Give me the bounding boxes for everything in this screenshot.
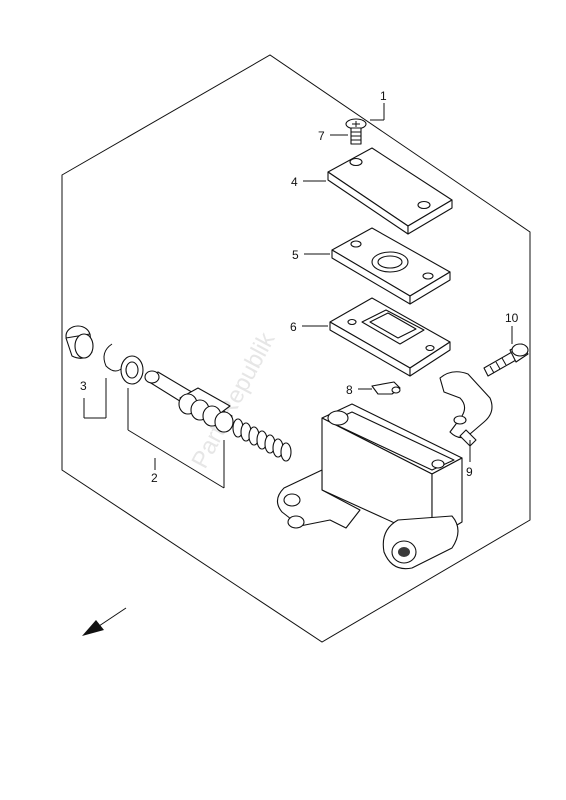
assembly-outline (61, 54, 531, 643)
reservoir-cap-4 (327, 147, 453, 235)
callout-6: 6 (290, 320, 297, 334)
circlip-3 (103, 343, 125, 372)
callout-4: 4 (291, 175, 298, 189)
boot-3 (65, 325, 94, 359)
callout-2: 2 (151, 471, 158, 485)
callout-1: 1 (380, 89, 387, 103)
spring-2 (232, 418, 292, 462)
piston-assembly-2 (144, 370, 234, 433)
diaphragm-6 (329, 297, 451, 377)
callout-3: 3 (80, 379, 87, 393)
direction-arrow-icon (82, 607, 127, 636)
callout-5: 5 (292, 248, 299, 262)
washer-3 (120, 355, 144, 385)
diaphragm-plate-5 (331, 227, 451, 305)
clip-8 (371, 381, 401, 395)
callout-10: 10 (505, 311, 519, 325)
screw-7 (345, 118, 367, 145)
bolt-10 (483, 343, 529, 377)
clamp-9 (439, 371, 493, 447)
leader-line-2b (127, 429, 225, 489)
master-cylinder-body (276, 403, 463, 570)
callout-7: 7 (318, 129, 325, 143)
callout-8: 8 (346, 383, 353, 397)
callout-9: 9 (466, 465, 473, 479)
